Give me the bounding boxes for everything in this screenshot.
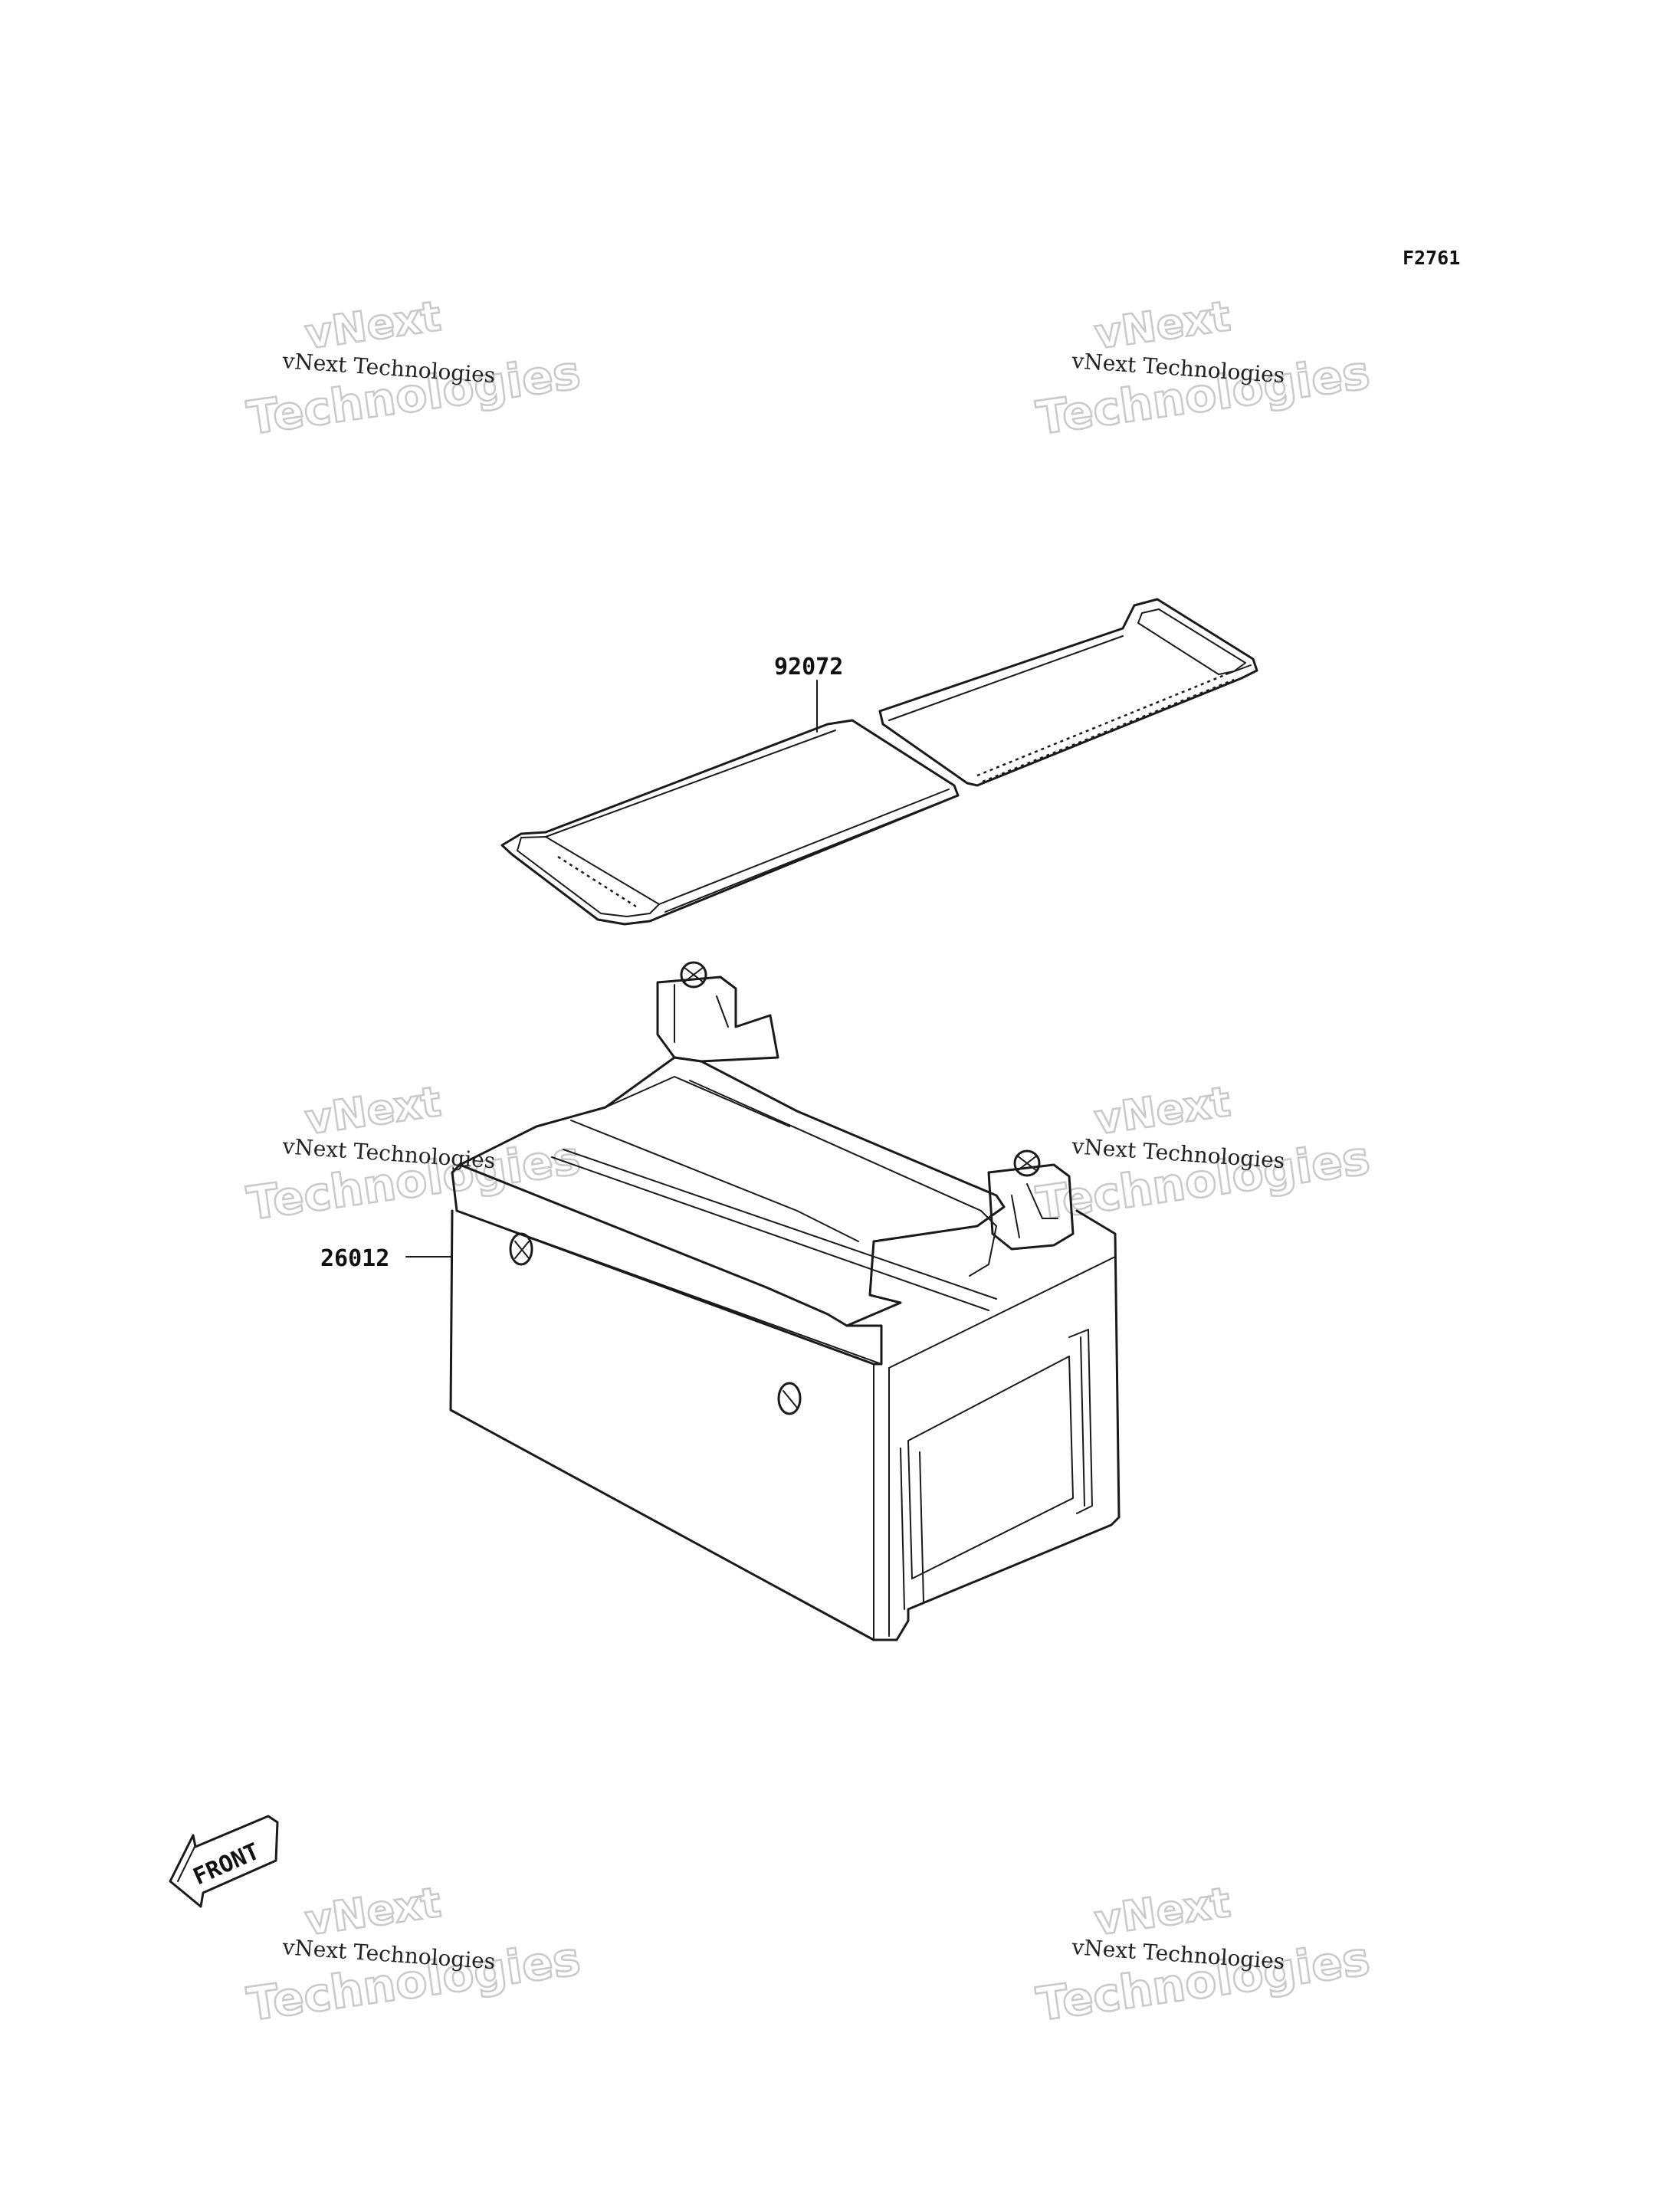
watermark-big-1: vNext (302, 1878, 444, 1945)
watermark-big-1: vNext (1091, 1878, 1233, 1945)
battery-mat-drawing (500, 598, 1258, 926)
part-number-92072: 92072 (774, 654, 843, 680)
figure-id: F2761 (1403, 247, 1460, 269)
battery-drawing (449, 961, 1121, 1641)
watermark-big-1: vNext (302, 1077, 444, 1144)
watermark-big-1: vNext (1091, 292, 1233, 359)
watermark-big-1: vNext (302, 292, 444, 359)
front-arrow-icon: FRONT (169, 1815, 279, 1908)
part-number-26012: 26012 (320, 1245, 389, 1272)
watermark-big-1: vNext (1091, 1077, 1233, 1144)
